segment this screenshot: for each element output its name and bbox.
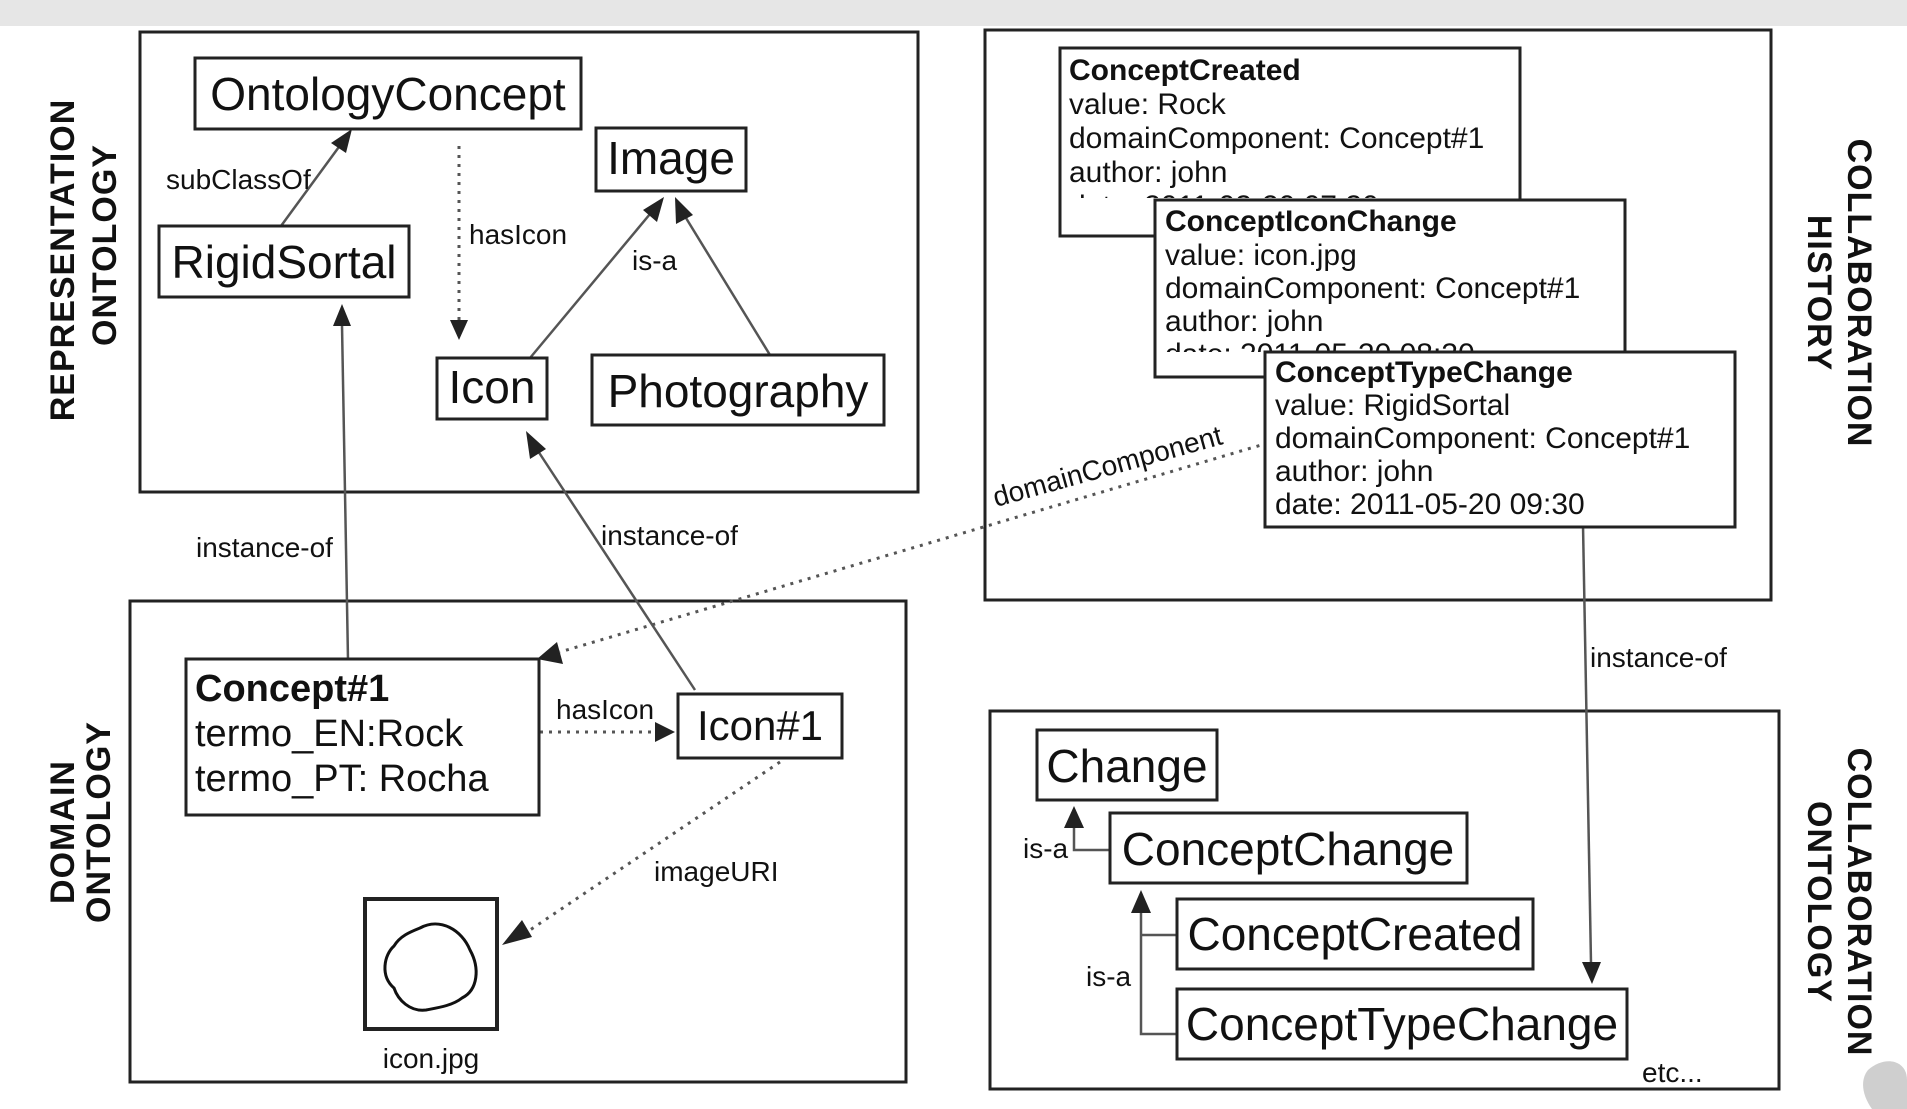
concept-created-box [1175, 897, 1535, 971]
svg-text:author: john: author: john [1275, 455, 1433, 488]
isa-collab-1-label: is-a [1023, 833, 1069, 864]
collaboration-ontology-label: COLLABORATION ONTOLOGY [1800, 748, 1878, 1057]
instance-of-left-label: instance-of [196, 532, 333, 563]
svg-text:domainComponent: Concept#1: domainComponent: Concept#1 [1275, 422, 1690, 455]
rigid-sortal-text: RigidSortal [172, 236, 397, 288]
concept1-pt: termo_PT: Rocha [195, 758, 489, 800]
photography-box [590, 353, 886, 427]
svg-text:ConceptCreated: ConceptCreated [1069, 54, 1301, 87]
svg-text:COLLABORATION: COLLABORATION [1840, 748, 1878, 1057]
concept1-en: termo_EN:Rock [195, 713, 464, 755]
svg-text:value: RigidSortal: value: RigidSortal [1275, 389, 1510, 422]
svg-text:ConceptTypeChange: ConceptTypeChange [1275, 356, 1573, 389]
icon-class-text: Icon [449, 361, 536, 413]
concept-created-text: ConceptCreated [1188, 908, 1523, 960]
svg-text:domainComponent: Concept#1: domainComponent: Concept#1 [1165, 272, 1580, 305]
svg-text:ONTOLOGY: ONTOLOGY [86, 144, 124, 346]
concept1-title: Concept#1 [195, 668, 389, 710]
concept-type-change-box [1175, 987, 1629, 1061]
svg-text:date: 2011-05-20 08:30: date: 2011-05-20 08:30 [1165, 338, 1475, 371]
instance-of-mid-label: instance-of [601, 520, 738, 551]
svg-text:COLLABORATION: COLLABORATION [1840, 139, 1878, 448]
history-card-concept-icon-change: ConceptIconChange value: icon.jpg domain… [1153, 198, 1627, 379]
icon1-box [676, 692, 844, 760]
imageuri-label: imageURI [654, 856, 778, 887]
concept1-box [184, 657, 541, 817]
collaboration-history-label: COLLABORATION HISTORY [1800, 139, 1878, 448]
isa-rep-label: is-a [632, 245, 678, 276]
rock-icon [383, 922, 478, 1012]
subclassof-label: subClassOf [166, 164, 311, 195]
svg-text:REPRESENTATION: REPRESENTATION [44, 99, 82, 422]
hasicon-rep-label: hasIcon [469, 219, 567, 250]
ontology-concept-text: OntologyConcept [210, 68, 566, 120]
image-box [594, 126, 748, 193]
svg-text:domainComponent: Concept#1: domainComponent: Concept#1 [1069, 122, 1484, 155]
ontology-concept-box [193, 56, 583, 131]
domain-ontology-frame [128, 599, 908, 1084]
domain-ontology-label: DOMAIN ONTOLOGY [44, 721, 118, 923]
history-card-concept-type-change: ConceptTypeChange value: RigidSortal dom… [1263, 350, 1737, 529]
svg-text:date: 2011-03-20 07:30: date: 2011-03-20 07:30 [1069, 190, 1379, 223]
change-text: Change [1046, 740, 1207, 792]
svg-text:value: icon.jpg: value: icon.jpg [1165, 239, 1357, 272]
svg-text:DOMAIN: DOMAIN [44, 760, 82, 904]
photography-text: Photography [608, 365, 869, 417]
etc-label: etc... [1642, 1057, 1703, 1088]
concept-change-box [1108, 811, 1469, 885]
change-box [1035, 728, 1219, 802]
representation-ontology-label: REPRESENTATION ONTOLOGY [44, 99, 124, 422]
svg-text:author: john: author: john [1165, 305, 1323, 338]
svg-text:value: Rock: value: Rock [1069, 88, 1227, 121]
collaboration-ontology-frame [988, 709, 1781, 1091]
instance-of-right-label: instance-of [1590, 642, 1727, 673]
corner-smudge [1863, 1061, 1907, 1109]
svg-text:ONTOLOGY: ONTOLOGY [1800, 801, 1838, 1003]
svg-text:HISTORY: HISTORY [1800, 215, 1838, 371]
collaboration-history-frame [983, 28, 1773, 602]
concept-type-change-text: ConceptTypeChange [1186, 998, 1618, 1050]
concept-change-text: ConceptChange [1122, 823, 1454, 875]
icon-class-box [435, 356, 549, 421]
svg-text:ONTOLOGY: ONTOLOGY [80, 721, 118, 923]
icon-file-label: icon.jpg [383, 1043, 480, 1074]
representation-ontology-frame [138, 30, 920, 494]
svg-text:ConceptIconChange: ConceptIconChange [1165, 205, 1457, 238]
image-text: Image [607, 132, 735, 184]
svg-text:date: 2011-05-20 09:30: date: 2011-05-20 09:30 [1275, 488, 1585, 521]
isa-collab-2-label: is-a [1086, 961, 1132, 992]
rigid-sortal-box [157, 224, 411, 299]
icon1-text: Icon#1 [697, 702, 823, 749]
hasicon-dom-label: hasIcon [556, 694, 654, 725]
top-bar [0, 0, 1907, 26]
svg-text:author: john: author: john [1069, 156, 1227, 189]
